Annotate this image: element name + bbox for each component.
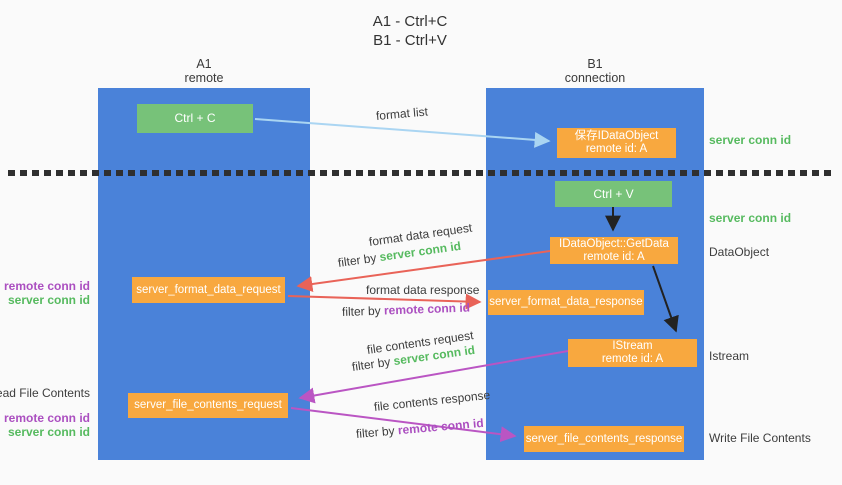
lane-a1-name: A1 xyxy=(196,57,212,71)
server-format-data-response-node: server_format_data_response xyxy=(488,290,644,315)
lane-a1-subtitle: remote xyxy=(184,71,224,85)
ctrl-v-label: Ctrl + V xyxy=(593,186,634,201)
save-idataobject-node: 保存IDataObject remote id: A xyxy=(557,128,676,158)
label-format-data-response: format data response xyxy=(366,283,480,297)
label-file-contents-response: file contents response xyxy=(373,387,491,414)
save-idataobject-line1: 保存IDataObject xyxy=(574,130,659,142)
side-label-read-file-contents: Read File Contents xyxy=(0,386,90,400)
server-format-data-request-node: server_format_data_request xyxy=(132,277,285,303)
lane-header-b1: B1 connection xyxy=(565,57,625,85)
side-label-istream: Istream xyxy=(709,349,750,363)
side-label-dataobject: DataObject xyxy=(709,245,770,259)
filter-by-text: filter by xyxy=(351,354,392,374)
ctrl-c-node: Ctrl + C xyxy=(137,104,253,133)
side-label-server-conn-id-top: server conn id xyxy=(709,133,792,147)
lane-b1-name: B1 xyxy=(587,57,603,71)
istream-line2: remote id: A xyxy=(601,353,664,365)
label-format-list: format list xyxy=(375,104,429,123)
server-file-contents-response-node: server_file_contents_response xyxy=(524,426,684,452)
ctrl-c-label: Ctrl + C xyxy=(174,111,216,125)
server-file-contents-request-label: server_file_contents_request xyxy=(134,399,282,411)
side-label-server-conn-id-2: server conn id xyxy=(7,425,90,439)
istream-node: IStream remote id: A xyxy=(568,339,697,367)
ctrl-v-node: Ctrl + V xyxy=(555,181,672,207)
session-separator-line xyxy=(8,170,836,176)
side-label-server-conn-id-mid: server conn id xyxy=(709,211,792,225)
remote-conn-id-text: remote conn id xyxy=(383,300,471,318)
title-line-2: B1 - Ctrl+V xyxy=(373,32,447,49)
label-filter-by-remote-conn-id-1: filter by remote conn id xyxy=(342,301,470,319)
idataobject-getdata-node: IDataObject::GetData remote id: A xyxy=(550,237,678,264)
side-label-server-conn-id-1: server conn id xyxy=(7,293,90,307)
server-format-data-response-label: server_format_data_response xyxy=(489,296,643,308)
title-line-1: A1 - Ctrl+C xyxy=(372,13,448,30)
filter-by-text: filter by xyxy=(337,250,378,270)
istream-line1: IStream xyxy=(612,340,653,352)
save-idataobject-line2: remote id: A xyxy=(585,143,648,155)
server-file-contents-response-label: server_file_contents_response xyxy=(525,432,683,445)
lane-b1-subtitle: connection xyxy=(564,71,626,85)
side-label-remote-conn-id-1: remote conn id xyxy=(3,279,90,293)
server-file-contents-request-node: server_file_contents_request xyxy=(128,393,288,418)
side-label-remote-conn-id-2: remote conn id xyxy=(3,411,90,425)
diagram-title: A1 - Ctrl+C B1 - Ctrl+V xyxy=(373,12,448,50)
label-filter-by-remote-conn-id-2: filter by remote conn id xyxy=(355,416,484,441)
lane-header-a1: A1 remote xyxy=(185,57,224,85)
side-label-write-file-contents: Write File Contents xyxy=(709,431,811,445)
filter-by-text: filter by xyxy=(341,303,381,319)
idataobject-getdata-line2: remote id: A xyxy=(583,250,645,263)
filter-by-text: filter by xyxy=(355,423,396,441)
remote-conn-id-text: remote conn id xyxy=(397,415,485,438)
server-format-data-request-label: server_format_data_request xyxy=(136,283,281,296)
idataobject-getdata-line1: IDataObject::GetData xyxy=(559,237,669,250)
